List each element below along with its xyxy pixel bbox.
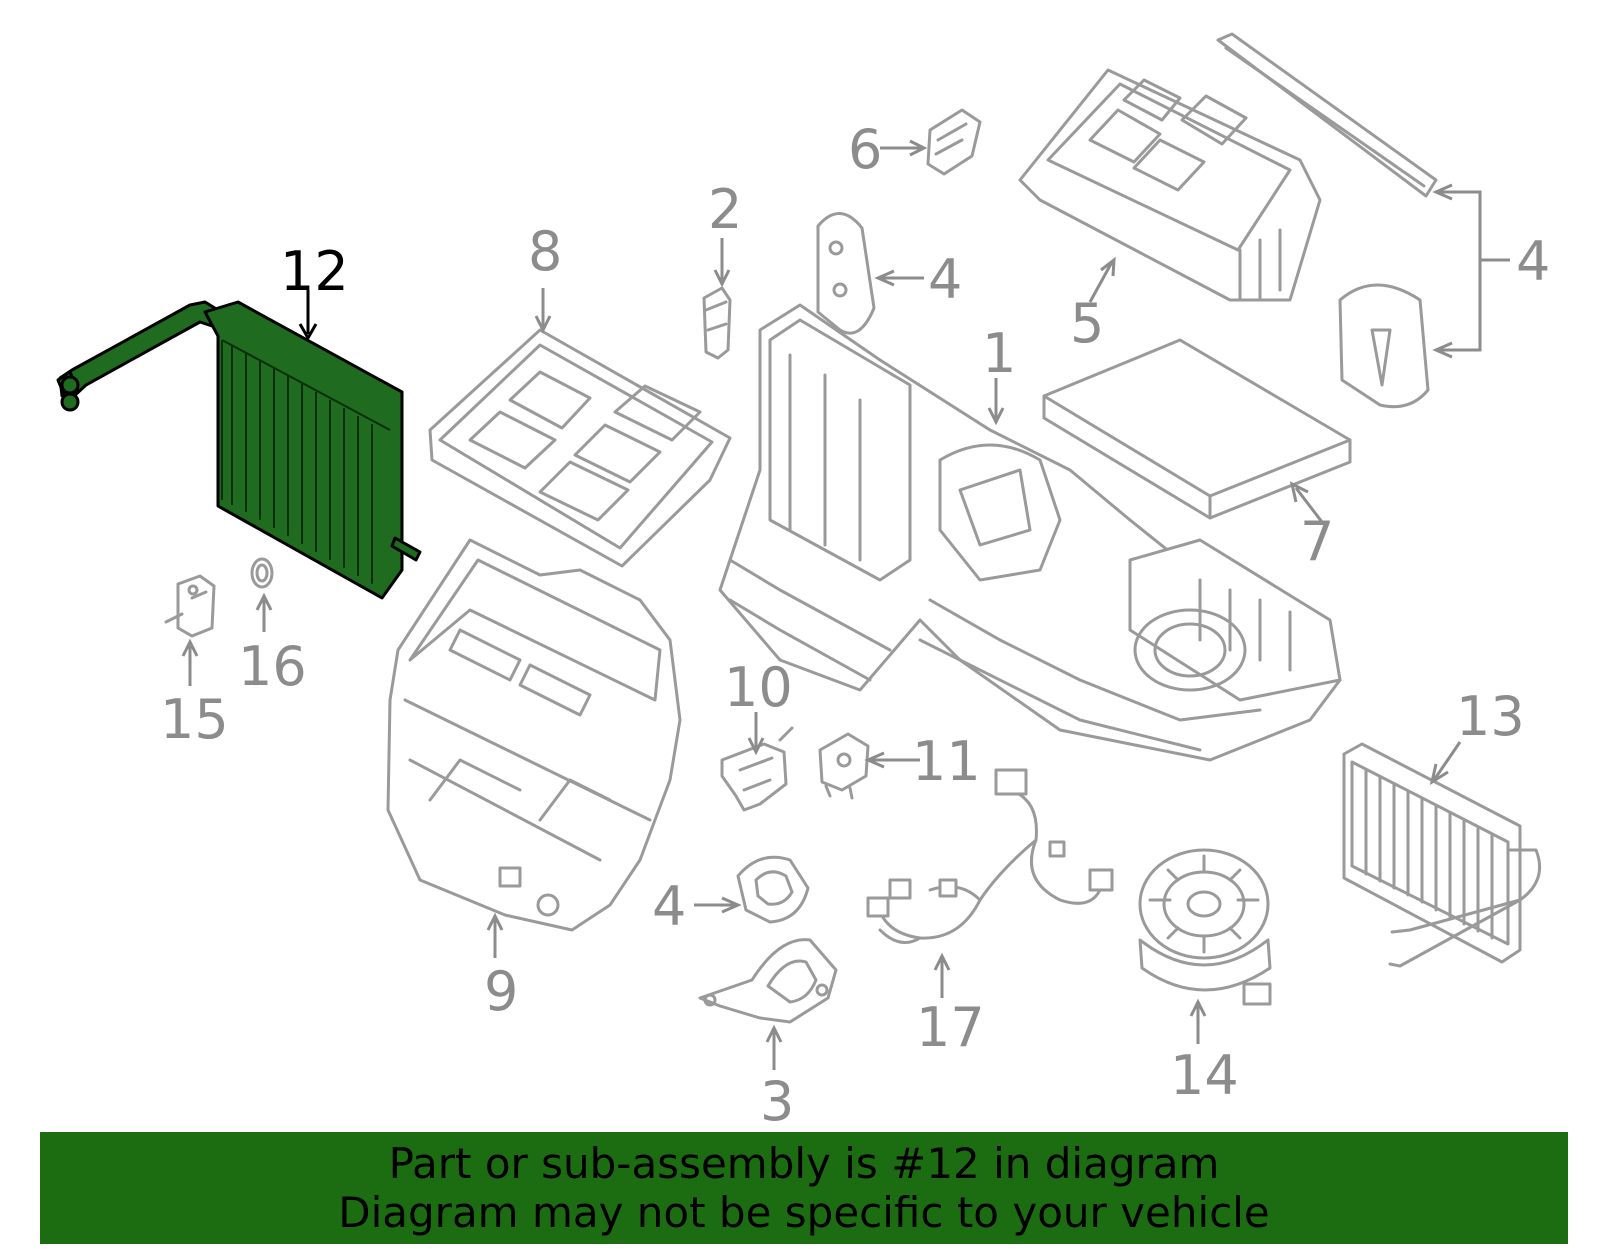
part-4-filter-frame[interactable] (1216, 32, 1438, 198)
leader-13 (1429, 741, 1462, 786)
part-6-actuator[interactable] (926, 108, 982, 176)
callout-7: 7 (1300, 510, 1334, 573)
part-4-seal-plate-upper[interactable] (816, 212, 876, 335)
callout-5: 5 (1070, 292, 1104, 355)
callout-10: 10 (724, 656, 793, 719)
callout-12: 12 (280, 240, 349, 303)
leader-8 (534, 288, 552, 334)
part-16-o-ring[interactable] (250, 557, 274, 589)
leader-4b (694, 896, 742, 914)
banner-line-1: Part or sub-assembly is #12 in diagram (388, 1139, 1220, 1188)
part-12-evaporator-core[interactable] (56, 300, 422, 600)
callout-2: 2 (708, 178, 742, 241)
part-13-heater-core[interactable] (1342, 742, 1541, 968)
callout-6: 6 (848, 118, 882, 181)
callout-1: 1 (982, 322, 1016, 385)
part-10-actuator[interactable] (720, 726, 794, 812)
callout-11: 11 (912, 730, 981, 793)
part-11-actuator[interactable] (818, 732, 870, 800)
leader-12 (298, 290, 318, 342)
leader-6 (880, 139, 928, 157)
part-4-cover[interactable] (1338, 283, 1430, 409)
part-8-duct[interactable] (428, 328, 732, 568)
leader-11 (864, 751, 920, 769)
callout-4c: 4 (1516, 230, 1550, 293)
leader-4a (874, 269, 924, 287)
part-5-blower-housing[interactable] (1018, 68, 1322, 302)
callout-4b: 4 (652, 875, 686, 938)
leader-1 (987, 378, 1005, 426)
callout-8: 8 (528, 220, 562, 283)
callout-13: 13 (1456, 685, 1525, 748)
part-2-bracket[interactable] (702, 286, 732, 360)
callout-4a: 4 (928, 248, 962, 311)
leader-10 (747, 712, 765, 756)
part-1-hvac-case[interactable] (718, 303, 1342, 762)
callout-17: 17 (916, 996, 985, 1059)
part-9-heater-case[interactable] (386, 538, 682, 932)
part-17-wiring-harness[interactable] (866, 768, 1114, 944)
part-3-mount-seal[interactable] (698, 938, 838, 1024)
callout-14: 14 (1170, 1044, 1239, 1107)
leader-7 (1289, 481, 1324, 523)
leader-4c (1432, 183, 1510, 359)
part-7-cabin-filter[interactable] (1042, 338, 1352, 520)
callout-3: 3 (760, 1070, 794, 1133)
leader-3 (765, 1024, 783, 1070)
leader-14 (1189, 998, 1207, 1044)
part-14-blower-motor[interactable] (1138, 848, 1272, 1006)
leader-17 (933, 952, 951, 998)
leader-15 (181, 638, 199, 686)
part-4-grommet[interactable] (736, 855, 810, 924)
leader-9 (486, 912, 504, 958)
leader-16 (255, 592, 273, 632)
leader-5 (1088, 256, 1116, 303)
leader-2 (713, 238, 731, 288)
callout-9: 9 (484, 960, 518, 1023)
callout-15: 15 (160, 688, 229, 751)
part-15-expansion-valve[interactable] (164, 574, 216, 638)
info-banner: Part or sub-assembly is #12 in diagram D… (40, 1132, 1568, 1244)
callout-16: 16 (238, 635, 307, 698)
banner-line-2: Diagram may not be specific to your vehi… (338, 1188, 1270, 1237)
